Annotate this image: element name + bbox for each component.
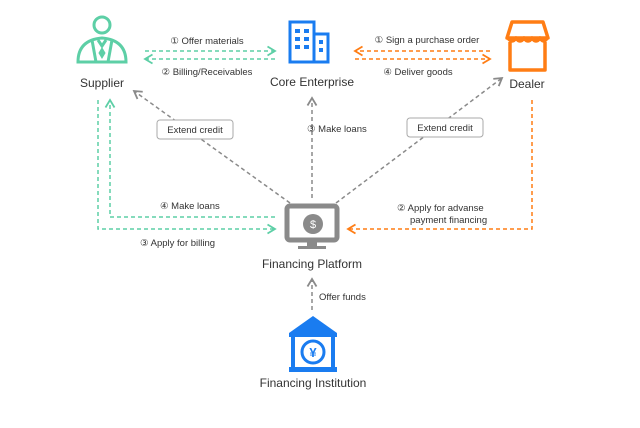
label-make-loans-supplier: ④ Make loans: [160, 201, 220, 212]
monitor-icon: $: [284, 203, 340, 249]
label-apply-advance-2: payment financing: [410, 215, 487, 226]
label-deliver-goods: ④ Deliver goods: [383, 67, 452, 78]
store-icon: [505, 20, 550, 72]
arrow-extend-credit-dealer: [335, 76, 504, 204]
building-icon: [288, 20, 330, 64]
extend-credit-box-left: [156, 119, 234, 140]
label-offer-funds: Offer funds: [319, 292, 366, 303]
label-apply-billing: ③ Apply for billing: [140, 238, 215, 249]
label-apply-advance-1: ② Apply for advanse: [397, 203, 484, 214]
arrow-make-loans-supplier: [104, 98, 275, 218]
node-financing-institution: Financing Institution: [260, 376, 367, 390]
supplier-icon: [76, 15, 128, 64]
node-core-enterprise: Core Enterprise: [270, 75, 354, 89]
arrow-extend-credit-supplier: [132, 89, 291, 204]
extend-credit-box-right: [406, 117, 484, 138]
label-sign-po: ① Sign a purchase order: [375, 35, 480, 46]
yen-icon: ¥: [309, 345, 317, 360]
node-financing-platform: Financing Platform: [262, 257, 362, 271]
dollar-icon: $: [310, 219, 316, 231]
bank-icon: ¥: [289, 316, 337, 372]
label-offer-materials: ① Offer materials: [170, 36, 244, 47]
node-supplier: Supplier: [80, 76, 124, 90]
node-dealer: Dealer: [509, 77, 544, 91]
label-make-loans-core: ③ Make loans: [307, 124, 367, 135]
arrow-apply-billing: [97, 100, 277, 235]
label-extend-credit-right: Extend credit: [417, 123, 473, 134]
label-extend-credit-left: Extend credit: [167, 125, 223, 136]
arrow-apply-advance: [346, 100, 533, 235]
label-billing-receivables: ② Billing/Receivables: [162, 67, 253, 78]
